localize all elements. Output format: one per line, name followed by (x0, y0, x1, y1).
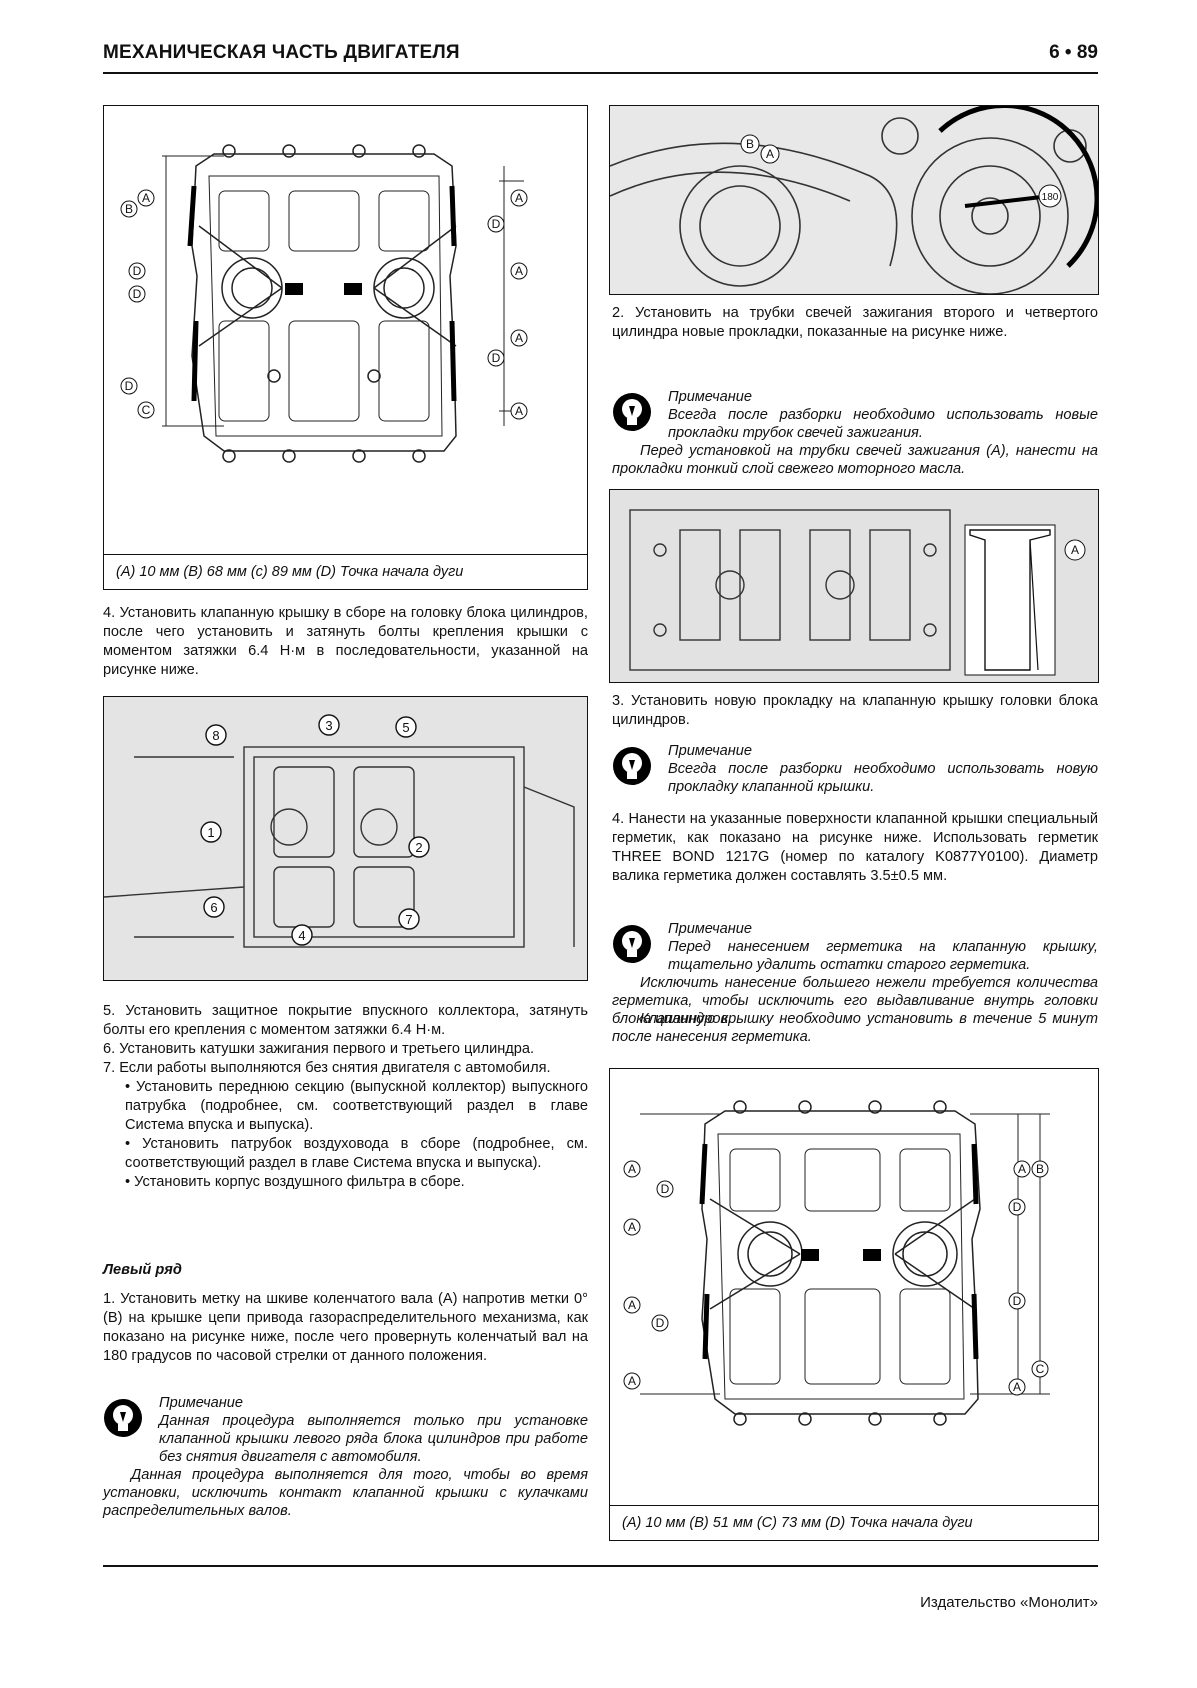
note-body: Всегда после разборки необходимо использ… (668, 407, 1098, 441)
callout-4: B (1036, 1162, 1044, 1176)
note-icon (613, 393, 651, 431)
note-heading: Примечание (668, 389, 753, 405)
callout-A: A (1071, 543, 1079, 557)
note-left: Примечание Данная процедура выполняется … (103, 1394, 588, 1544)
step-7: 7. Если работы выполняются без снятия дв… (103, 1060, 551, 1076)
callout-5: D (1013, 1200, 1022, 1214)
bolt-number: 3 (325, 718, 332, 733)
step-3: 3. Установить новую прокладку на клапанн… (612, 693, 1098, 728)
valve-cover-drawing-2: A D A B D A D A D C A A (623, 1100, 1050, 1426)
note-extra: Перед установкой на трубки свечей зажига… (612, 443, 1098, 477)
bolt-number: 1 (207, 825, 214, 840)
note-heading: Примечание (668, 743, 753, 759)
footer-rule (103, 1565, 1098, 1567)
crankshaft-pulley-photo: B A 180 (610, 106, 1098, 294)
callout-12: A (515, 404, 523, 418)
callout-5: D (133, 264, 142, 278)
callout-7: D (1013, 1294, 1022, 1308)
bolt-number: 7 (405, 912, 412, 927)
callout-10: C (1036, 1362, 1045, 1376)
step-1-left-bank: 1. Установить метку на шкиве коленчатого… (103, 1291, 588, 1364)
callout-6: A (628, 1220, 636, 1234)
note-body: Данная процедура выполняется только при … (159, 1413, 588, 1465)
callout-3: A (515, 191, 523, 205)
step-5: 5. Установить защитное покрытие впускног… (103, 1003, 588, 1038)
note-heading: Примечание (159, 1395, 244, 1411)
running-title: МЕХАНИЧЕСКАЯ ЧАСТЬ ДВИГАТЕЛЯ (103, 42, 460, 63)
note-3: Примечание Перед нанесением герметика на… (612, 920, 1098, 1060)
figure-bolt-sequence: 8 3 5 1 2 6 7 4 (103, 696, 588, 981)
note-icon (613, 925, 651, 963)
note-extra: Данная процедура выполняется для того, ч… (103, 1467, 588, 1519)
figure5-caption: (A) 10 мм (B) 51 мм (C) 73 мм (D) Точка … (610, 1505, 1098, 1540)
note-heading: Примечание (668, 921, 753, 937)
callout-4: D (492, 217, 501, 231)
publisher-footer: Издательство «Монолит» (920, 1594, 1098, 1611)
page-number: 6 • 89 (1049, 42, 1098, 63)
header-rule (103, 72, 1098, 74)
bolt-number: 4 (298, 928, 305, 943)
note-icon (104, 1399, 142, 1437)
note-2: Примечание Всегда после разборки необход… (612, 742, 1098, 795)
valve-cover-drawing-1: B A A D D A D D A D C A A (120, 144, 528, 463)
figure-valve-cover-dimensions-right: B A A D D A D D A D C A A (103, 105, 588, 590)
subheading-left-bank: Левый ряд (103, 1262, 182, 1278)
note-body: Всегда после разборки необходимо использ… (668, 761, 1098, 795)
callout-12: A (628, 1374, 636, 1388)
figure-spark-plug-gasket: A (609, 489, 1099, 683)
callout-B: B (746, 137, 754, 151)
page-header: МЕХАНИЧЕСКАЯ ЧАСТЬ ДВИГАТЕЛЯ 6 • 89 (103, 42, 1098, 70)
bolt-number: 6 (210, 900, 217, 915)
callout-180: 180 (1042, 192, 1059, 203)
callout-1: A (628, 1162, 636, 1176)
steps-5-7: 5. Установить защитное покрытие впускног… (103, 1002, 588, 1192)
note-extra-1: Исключить нанесение большего нежели треб… (612, 975, 1098, 1027)
note-body: Перед нанесением герметика на клапанную … (668, 939, 1098, 973)
note-icon (613, 747, 651, 785)
callout-8: D (492, 351, 501, 365)
bullet-3: • Установить корпус воздушного фильтра в… (125, 1174, 465, 1190)
callout-A: A (766, 147, 774, 161)
step-2: 2. Установить на трубки свечей зажигания… (612, 305, 1098, 340)
note-1: Примечание Всегда после разборки необход… (612, 388, 1098, 477)
step-4-sealant: 4. Нанести на указанные поверхности клап… (612, 811, 1098, 884)
callout-9: D (656, 1316, 665, 1330)
callout-6: A (515, 264, 523, 278)
bolt-sequence-photo: 8 3 5 1 2 6 7 4 (104, 697, 587, 980)
callout-11: A (1013, 1380, 1021, 1394)
bullet-2: • Установить патрубок воздуховода в сбор… (125, 1136, 588, 1171)
callout-3: A (1018, 1162, 1026, 1176)
callout-11: C (142, 403, 151, 417)
figure-valve-cover-dimensions-left: A D A B D A D A D C A A (A) 10 мм (B) 51… (609, 1068, 1099, 1541)
callout-9: A (515, 331, 523, 345)
callout-10: D (125, 379, 134, 393)
callout-8: A (628, 1298, 636, 1312)
callout-2: A (142, 191, 150, 205)
callout-2: D (661, 1182, 670, 1196)
note-extra-2: Клапанную крышку необходимо установить в… (612, 1011, 1098, 1045)
spark-plug-photo: A (610, 490, 1098, 682)
callout-1: B (125, 202, 133, 216)
bolt-number: 8 (212, 728, 219, 743)
figure-crankshaft-pulley: B A 180 (609, 105, 1099, 295)
bolt-number: 2 (415, 840, 422, 855)
step-4-install: 4. Установить клапанную крышку в сборе н… (103, 605, 588, 678)
bullet-1: • Установить переднюю секцию (выпускной … (125, 1079, 588, 1133)
callout-7: D (133, 287, 142, 301)
figure1-caption: (A) 10 мм (B) 68 мм (c) 89 мм (D) Точка … (104, 554, 587, 589)
bolt-number: 5 (402, 720, 409, 735)
step-6: 6. Установить катушки зажигания первого … (103, 1041, 535, 1057)
